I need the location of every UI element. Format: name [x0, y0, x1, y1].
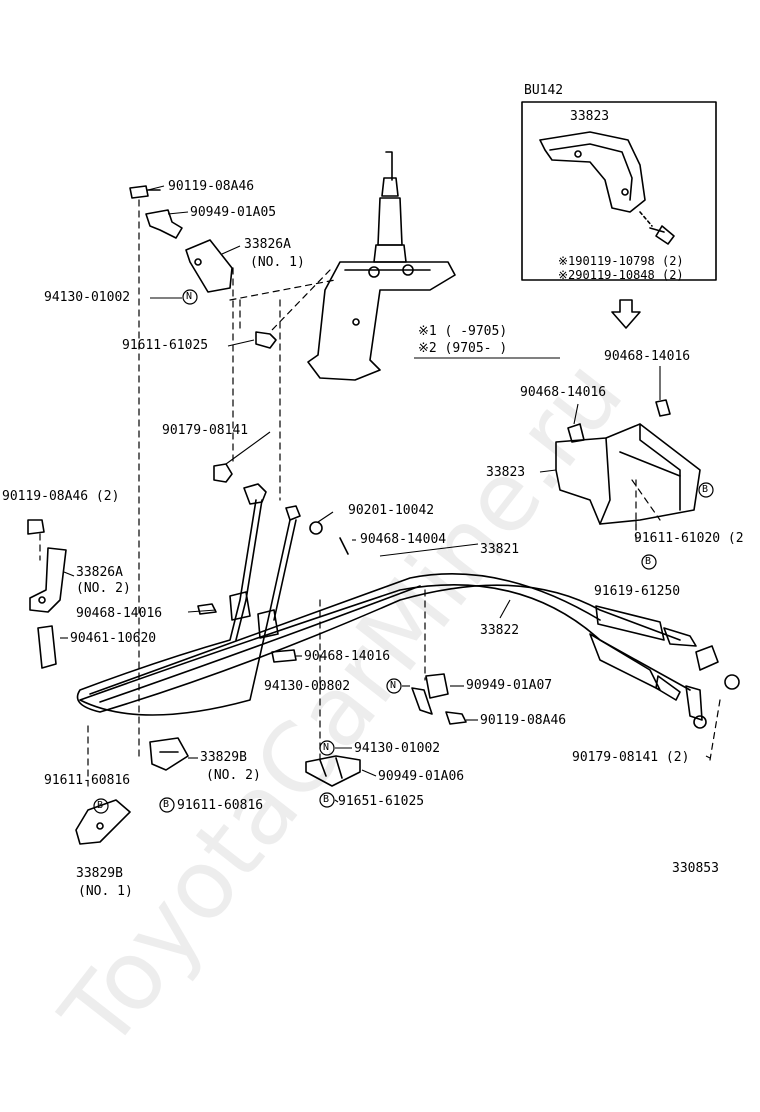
- symbol-b-right2: [641, 554, 657, 570]
- clip-90949-01A07: [425, 673, 449, 699]
- symbol-b-right2-letter: B: [645, 556, 652, 567]
- inset-title: BU142: [524, 83, 564, 98]
- symbol-n-mid-letter: N: [390, 680, 397, 691]
- label-91619-61250: 91619-61250: [594, 584, 681, 599]
- nut-90179-08141: [213, 463, 233, 483]
- clip-90461-10620: [37, 625, 57, 669]
- clamp-90468-14016-left: [197, 603, 217, 615]
- symbol-n-bot-letter: N: [323, 742, 330, 753]
- label-90179-08141-2: 90179-08141 (2): [572, 750, 690, 765]
- symbol-n-mid: [386, 678, 402, 694]
- lever-bracket: [307, 261, 456, 381]
- label-90119-08A46-mid: 90119-08A46: [480, 713, 567, 728]
- inset-note-2: ※290119-10848 (2): [558, 268, 684, 282]
- clamp-33829B-no2: [149, 737, 189, 771]
- symbol-b-right1: [698, 482, 714, 498]
- symbol-b-left2-letter: B: [97, 800, 104, 811]
- symbol-b-left1-letter: B: [163, 799, 170, 810]
- label-94130-01002-top: 94130-01002: [44, 290, 131, 305]
- label-91651-61025: 91651-61025: [338, 794, 425, 809]
- symbol-b-bot: [319, 792, 335, 808]
- bracket-33823: [555, 423, 701, 525]
- label-91611-60816-a: 91611-60816: [44, 773, 131, 788]
- grommet-right: [257, 609, 279, 639]
- label-90468-14016-r2: 90468-14016: [604, 349, 691, 364]
- symbol-n-top-letter: N: [186, 291, 193, 302]
- clip-90949-01A05: [145, 209, 183, 239]
- bolt-90119-left: [27, 519, 45, 535]
- label-91611-61025: 91611-61025: [122, 338, 209, 353]
- bolt-91611-61025: [255, 331, 277, 349]
- label-33822: 33822: [480, 623, 520, 638]
- label-90201-10042: 90201-10042: [348, 503, 435, 518]
- clip-90949-01A06: [305, 755, 361, 787]
- label-94130-00802: 94130-00802: [264, 679, 351, 694]
- legend-line-1: ※1 ( -9705): [418, 324, 508, 339]
- down-arrow: [611, 299, 641, 329]
- inset-bracket-33823: [539, 131, 646, 213]
- cable-end-link: [695, 645, 719, 671]
- label-33829B-no2-sub: (NO. 2): [206, 768, 261, 783]
- cable-33822: [79, 519, 691, 716]
- inset-bolt: [649, 225, 675, 245]
- clip-90468-14016-r2: [655, 399, 671, 417]
- symbol-b-right1-letter: B: [702, 484, 709, 495]
- symbol-b-left2: [93, 798, 109, 814]
- label-90179-08141-left: 90179-08141: [162, 423, 249, 438]
- label-94130-01002-bot: 94130-01002: [354, 741, 441, 756]
- label-33829B-no2: 33829B: [200, 750, 247, 765]
- label-33826A-no2: 33826A: [76, 565, 123, 580]
- symbol-n-top: [182, 289, 198, 305]
- label-33821: 33821: [480, 542, 520, 557]
- bracket-33829B-no1: [75, 799, 131, 845]
- bracket-33826A-no1: [185, 239, 233, 293]
- label-90119-08A46-2: 90119-08A46 (2): [2, 489, 120, 504]
- label-90119-08A46-top: 90119-08A46: [168, 179, 255, 194]
- label-33829B-no1-sub: (NO. 1): [78, 884, 133, 899]
- label-91611-61020: 91611-61020 (2: [634, 531, 744, 546]
- label-90468-14016-r1: 90468-14016: [520, 385, 607, 400]
- label-90949-01A07: 90949-01A07: [466, 678, 553, 693]
- clamp-90468-14016-mid: [271, 649, 297, 663]
- cable-33821: [76, 499, 681, 713]
- diagram-code: 330853: [672, 861, 719, 876]
- cable-end-right: [285, 505, 301, 521]
- shift-lever: [381, 151, 399, 197]
- legend-line-2: ※2 (9705- ): [418, 341, 508, 356]
- label-90468-14004: 90468-14004: [360, 532, 447, 547]
- label-33826A-no1-sub: (NO. 1): [250, 255, 305, 270]
- label-33826A-no2-sub: (NO. 2): [76, 581, 131, 596]
- pin-90468-14004: [339, 537, 349, 555]
- bolt-90119-08A46-mid: [445, 711, 467, 725]
- label-91611-60816-b: 91611-60816: [177, 798, 264, 813]
- fitting-33821-end: [595, 605, 665, 641]
- label-90468-14016-left: 90468-14016: [76, 606, 163, 621]
- grommet-left: [229, 591, 251, 621]
- label-90468-14016-mid: 90468-14016: [304, 649, 391, 664]
- bracket-33826A-no2: [29, 547, 67, 613]
- label-33823: 33823: [486, 465, 526, 480]
- symbol-n-bot: [319, 740, 335, 756]
- cable-end-left: [243, 483, 267, 505]
- inset-note-1: ※190119-10798 (2): [558, 254, 684, 268]
- washer-90201-10042: [309, 521, 323, 535]
- fitting-33822-end: [589, 633, 661, 691]
- label-90461-10620: 90461-10620: [70, 631, 157, 646]
- label-90949-01A05: 90949-01A05: [190, 205, 277, 220]
- label-90949-01A06: 90949-01A06: [378, 769, 465, 784]
- symbol-b-left1: [159, 797, 175, 813]
- label-33829B-no1: 33829B: [76, 866, 123, 881]
- clip-90468-14016-r1: [567, 423, 585, 443]
- label-33826A-no1: 33826A: [244, 237, 291, 252]
- symbol-b-bot-letter: B: [323, 794, 330, 805]
- inset-part-33823: 33823: [570, 109, 610, 124]
- inset-frame: [521, 101, 717, 281]
